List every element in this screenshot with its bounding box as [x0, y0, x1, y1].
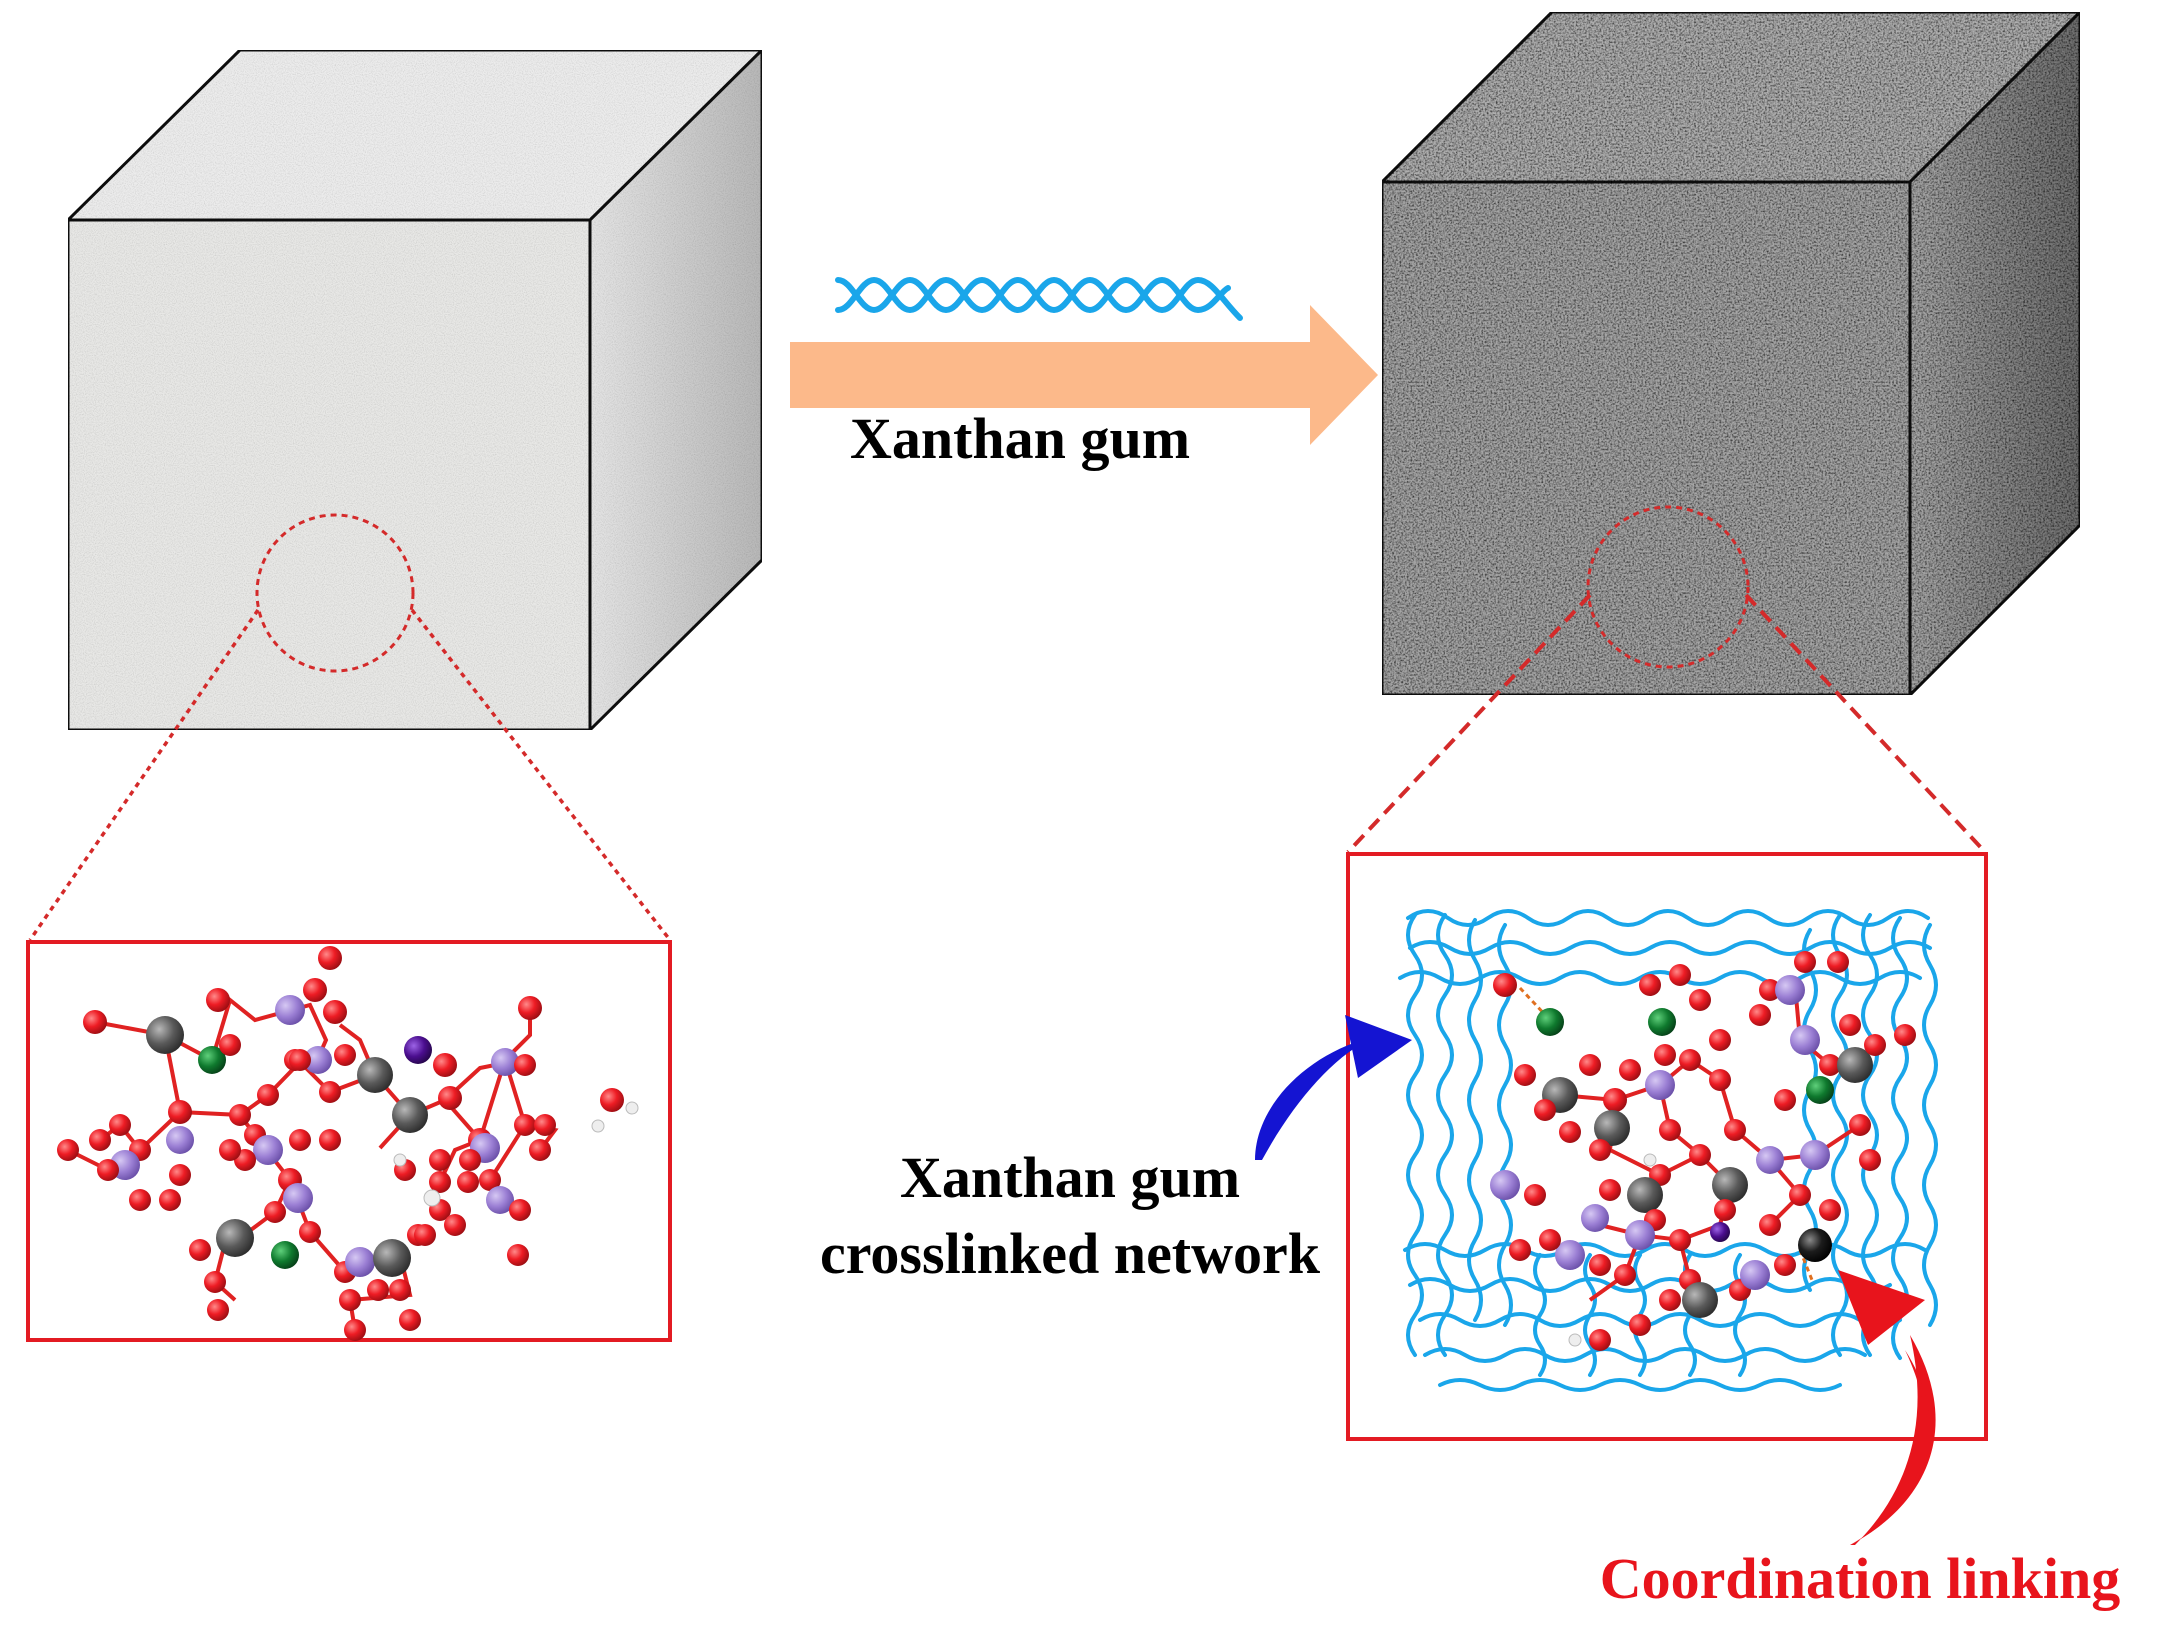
molecular-structure-panel-xanthan: [1346, 852, 1988, 1441]
zoom-circle: [1586, 505, 1750, 669]
atoms: [57, 946, 639, 1341]
zoom-circle: [255, 513, 415, 673]
xanthan-cement-cube: [1346, 8, 2084, 854]
molecular-structure-panel-plain: [26, 940, 672, 1342]
cube-front-face: [1380, 180, 1912, 697]
cube-front-face: [66, 218, 592, 732]
plain-cement-cube: [28, 46, 766, 942]
coordination-linking-label: Coordination linking: [1599, 1546, 2121, 1611]
xanthan-helix-icon: [835, 276, 1243, 321]
process-arrow-icon: [790, 305, 1378, 445]
zoom-line-left: [1346, 593, 1592, 854]
xanthan-gum-arrow-label: Xanthan gum: [849, 406, 1191, 471]
zoom-line-right: [1744, 593, 1987, 854]
xanthan-network-label-line2: crosslinked network: [819, 1221, 1321, 1286]
xanthan-network-label-line1: Xanthan gum: [899, 1145, 1241, 1210]
atoms: [1490, 951, 1916, 1351]
curved-pointer-blue-icon: [1255, 1015, 1412, 1160]
curved-pointer-red-icon: [1838, 1270, 1936, 1545]
xanthan-network-label: Xanthan gum crosslinked network: [760, 1140, 1380, 1292]
zoom-line-left: [28, 609, 260, 941]
